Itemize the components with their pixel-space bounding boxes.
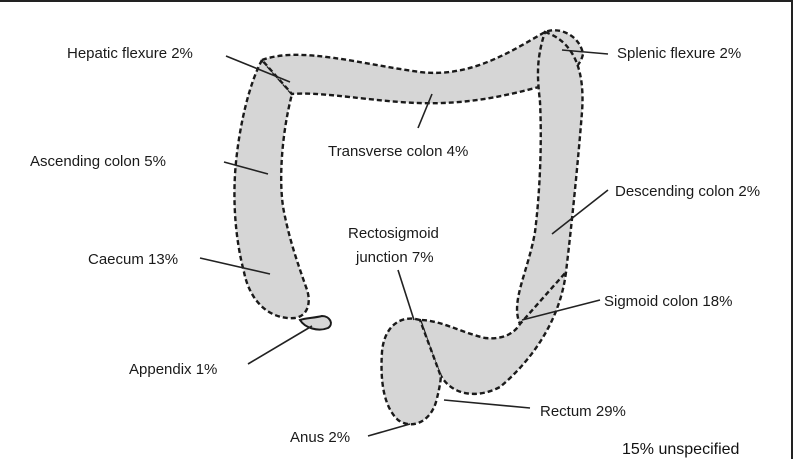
leader-rectosigmoid: [398, 270, 414, 320]
label-rectosigmoid-line2: junction 7%: [355, 249, 434, 266]
label-hepatic-flexure: Hepatic flexure 2%: [67, 45, 193, 62]
label-ascending-colon: Ascending colon 5%: [30, 153, 166, 170]
label-appendix: Appendix 1%: [129, 361, 217, 378]
label-caecum: Caecum 13%: [88, 251, 178, 268]
label-descending-colon: Descending colon 2%: [615, 183, 760, 200]
label-rectosigmoid-line1: Rectosigmoid: [348, 225, 439, 242]
label-anus: Anus 2%: [290, 429, 350, 446]
label-rectum: Rectum 29%: [540, 403, 626, 420]
leader-anus: [368, 424, 410, 436]
leader-appendix: [248, 326, 312, 364]
leader-rectum: [444, 400, 530, 408]
footnote-unspecified: 15% unspecified: [622, 441, 739, 458]
label-sigmoid-colon: Sigmoid colon 18%: [604, 293, 732, 310]
label-transverse-colon: Transverse colon 4%: [328, 143, 468, 160]
label-splenic-flexure: Splenic flexure 2%: [617, 45, 741, 62]
